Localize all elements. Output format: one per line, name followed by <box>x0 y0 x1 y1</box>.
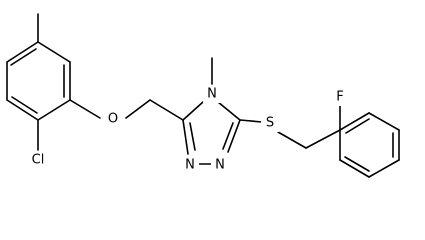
bond-ring1-a-inner <box>10 48 37 66</box>
bond-ring2-c <box>368 159 400 178</box>
bond-ring1-d <box>37 99 71 121</box>
bond-ch2-benzene <box>305 129 341 149</box>
atom-labels: O Cl N N N S F <box>27 85 349 174</box>
bond-ring2-f-inner <box>345 118 370 134</box>
atom-sulfur-label: S <box>266 116 274 131</box>
atom-fluorine-label: F <box>336 90 343 105</box>
bond-aryl-o <box>69 99 101 119</box>
bond-c5-s <box>239 119 263 123</box>
bond-triazole-n2-c3 <box>182 119 189 155</box>
bond-triazole-n2-c3-inner <box>189 122 196 151</box>
atom-nitrogen-methyl-label: N <box>207 87 217 102</box>
bond-triazole-n4-c5 <box>217 101 241 121</box>
bond-s-ch2 <box>277 131 307 149</box>
atom-nitrogen-ring-upper: N <box>211 156 229 174</box>
bond-triazole-c3-n4 <box>182 101 204 121</box>
atom-oxygen-label: O <box>108 112 118 127</box>
bond-triazole-c5-n1 <box>227 119 241 153</box>
bond-triazole-c5-n1-inner <box>222 122 234 150</box>
bond-ring1-c <box>6 99 39 121</box>
molecule-structure-diagram: O Cl N N N S F <box>6 13 400 178</box>
atom-oxygen: O <box>104 110 122 128</box>
bond-ring1-a <box>6 41 39 63</box>
atom-nitrogen-methyl: N <box>203 85 221 103</box>
bond-ring2-b-inner <box>344 156 370 172</box>
atom-chlorine-label: Cl <box>32 153 45 168</box>
bond-ring1-f <box>37 41 71 63</box>
atom-fluorine: F <box>331 88 349 106</box>
atom-chlorine: Cl <box>27 151 49 169</box>
atom-nitrogen-ring-lower-label: N <box>185 158 195 173</box>
bond-ring2-f <box>339 112 370 131</box>
bonds <box>6 13 400 178</box>
atom-nitrogen-ring-upper-label: N <box>215 158 225 173</box>
bond-o-ch2 <box>125 99 151 119</box>
bond-ring1-c-inner <box>11 96 38 114</box>
bond-ring2-b <box>339 159 370 178</box>
bond-ring2-e <box>368 112 400 131</box>
atom-nitrogen-ring-lower: N <box>181 156 199 174</box>
bond-ch2-triazole <box>149 99 184 121</box>
atom-sulfur: S <box>261 114 279 132</box>
